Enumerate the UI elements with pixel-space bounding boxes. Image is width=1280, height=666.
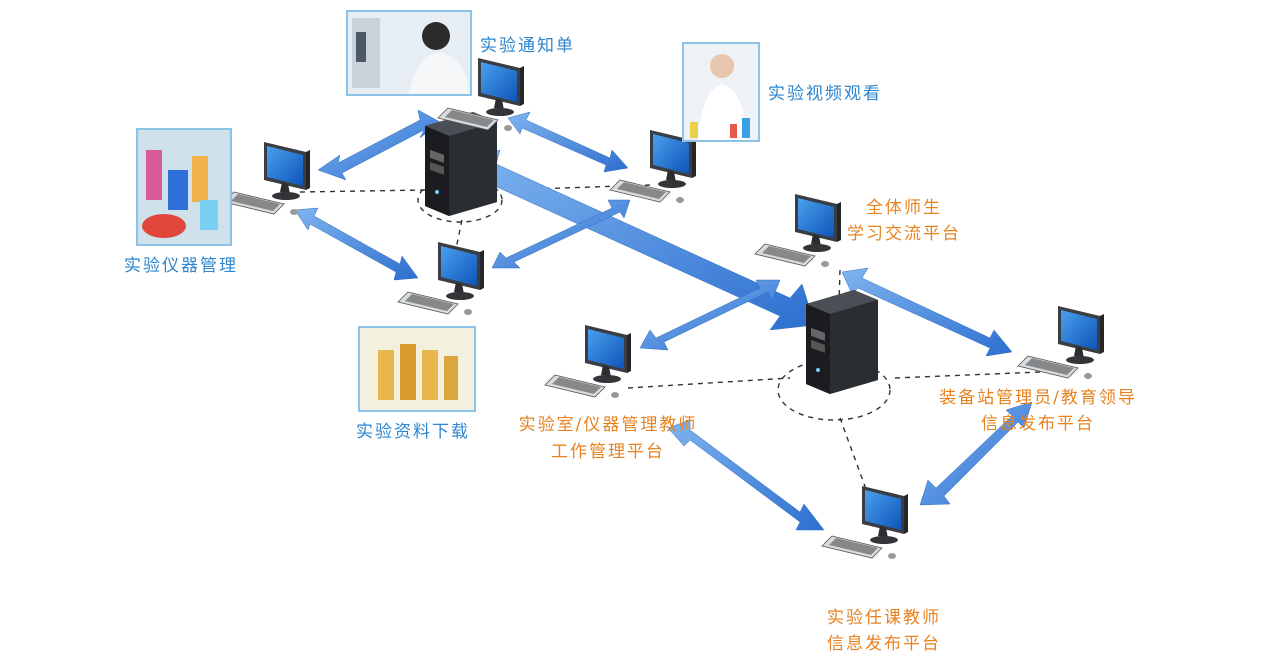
label-lab-line1: 实验室/仪器管理教师 [518, 415, 698, 435]
arrow-teacher [667, 419, 825, 531]
label-instrument: 实验仪器管理 [124, 256, 238, 276]
right-server [806, 290, 878, 394]
scientist-photo [682, 42, 760, 142]
data-flow-arrows [294, 109, 1033, 531]
arrow-lab [491, 199, 631, 269]
label-download: 实验资料下载 [356, 422, 470, 442]
lab-worker-photo [346, 10, 472, 96]
pc-equip [1017, 305, 1105, 380]
label-teacher-line1: 实验任课教师 [827, 608, 941, 628]
glassware-photo [136, 128, 232, 246]
label-notice: 实验通知单 [480, 36, 575, 56]
label-all-line2: 学习交流平台 [847, 224, 961, 244]
arrow-notice [317, 109, 441, 181]
label-equip-line2: 信息发布平台 [981, 414, 1095, 434]
pc-lab [544, 324, 632, 399]
arrow-video [507, 111, 629, 173]
arrow-lab2 [639, 279, 781, 351]
pc-instrument [223, 141, 311, 216]
pc-teacher [821, 485, 909, 560]
label-teacher-line2: 信息发布平台 [827, 634, 941, 654]
arrow-download [294, 207, 419, 281]
main-link-arrow [461, 149, 816, 331]
pc-all [754, 193, 842, 268]
label-video: 实验视频观看 [768, 84, 882, 104]
label-all-line1: 全体师生 [866, 198, 942, 218]
label-lab-line2: 工作管理平台 [551, 442, 665, 462]
arrow-equip [919, 401, 1033, 506]
label-equip-line1: 装备站管理员/教育领导 [939, 388, 1137, 408]
arrow-all [841, 267, 1013, 357]
samples-photo [358, 326, 476, 412]
